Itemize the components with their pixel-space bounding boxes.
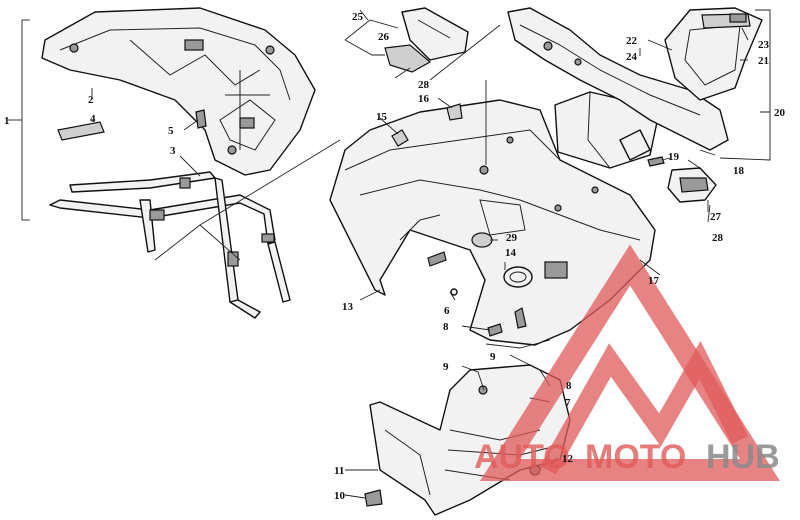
callout-7: 7 xyxy=(565,397,571,409)
callout-19: 19 xyxy=(668,151,680,163)
callout-9-lower: 9 xyxy=(443,361,449,373)
watermark-word-moto: MOTO xyxy=(585,438,686,476)
watermark-m-stroke xyxy=(540,340,749,475)
callout-25: 25 xyxy=(352,11,364,23)
callout-28-upper: 28 xyxy=(418,79,430,91)
callout-13: 13 xyxy=(342,301,354,313)
fuel-cap xyxy=(471,232,533,288)
callout-18: 18 xyxy=(733,165,745,177)
callout-20: 20 xyxy=(774,107,786,119)
callout-4: 4 xyxy=(90,113,96,125)
callout-8-upper: 8 xyxy=(443,321,449,333)
watermark-word-hub: HUB xyxy=(706,438,780,476)
callout-22: 22 xyxy=(626,35,638,47)
callout-24: 24 xyxy=(626,51,638,63)
callout-10: 10 xyxy=(334,490,346,502)
callout-8-lower: 8 xyxy=(566,380,572,392)
callout-5: 5 xyxy=(168,125,174,137)
callout-26: 26 xyxy=(378,31,390,43)
callout-29: 29 xyxy=(506,232,518,244)
callout-1: 1 xyxy=(4,115,10,127)
watermark-word-auto: AUTO xyxy=(474,438,570,476)
callout-15: 15 xyxy=(376,111,388,123)
callout-27: 27 xyxy=(710,211,722,223)
decal-label xyxy=(57,121,105,141)
leader-lines xyxy=(8,9,771,499)
callout-numbers: 1 2 3 4 5 6 7 8 8 9 9 10 11 12 13 14 15 … xyxy=(4,11,786,502)
bracket-27 xyxy=(667,167,717,203)
screw-19 xyxy=(647,156,665,167)
callout-11: 11 xyxy=(334,465,344,477)
rear-rack xyxy=(41,7,316,176)
rack-frame xyxy=(49,171,291,319)
callout-16: 16 xyxy=(418,93,430,105)
callout-17: 17 xyxy=(648,275,660,287)
callout-14: 14 xyxy=(505,247,517,259)
tail-light xyxy=(664,7,763,101)
callout-21: 21 xyxy=(758,55,769,67)
callout-23: 23 xyxy=(758,39,770,51)
callout-2: 2 xyxy=(88,94,94,106)
callout-28-lower: 28 xyxy=(712,232,724,244)
watermark: AUTO MOTO HUB xyxy=(474,244,781,481)
callout-9-upper: 9 xyxy=(490,351,496,363)
fasteners xyxy=(391,103,527,337)
callout-3: 3 xyxy=(170,145,176,157)
callout-12: 12 xyxy=(562,453,574,465)
callout-6: 6 xyxy=(444,305,450,317)
bolt-5 xyxy=(195,109,207,129)
side-bracket xyxy=(384,7,469,73)
tail-housing xyxy=(507,7,729,161)
